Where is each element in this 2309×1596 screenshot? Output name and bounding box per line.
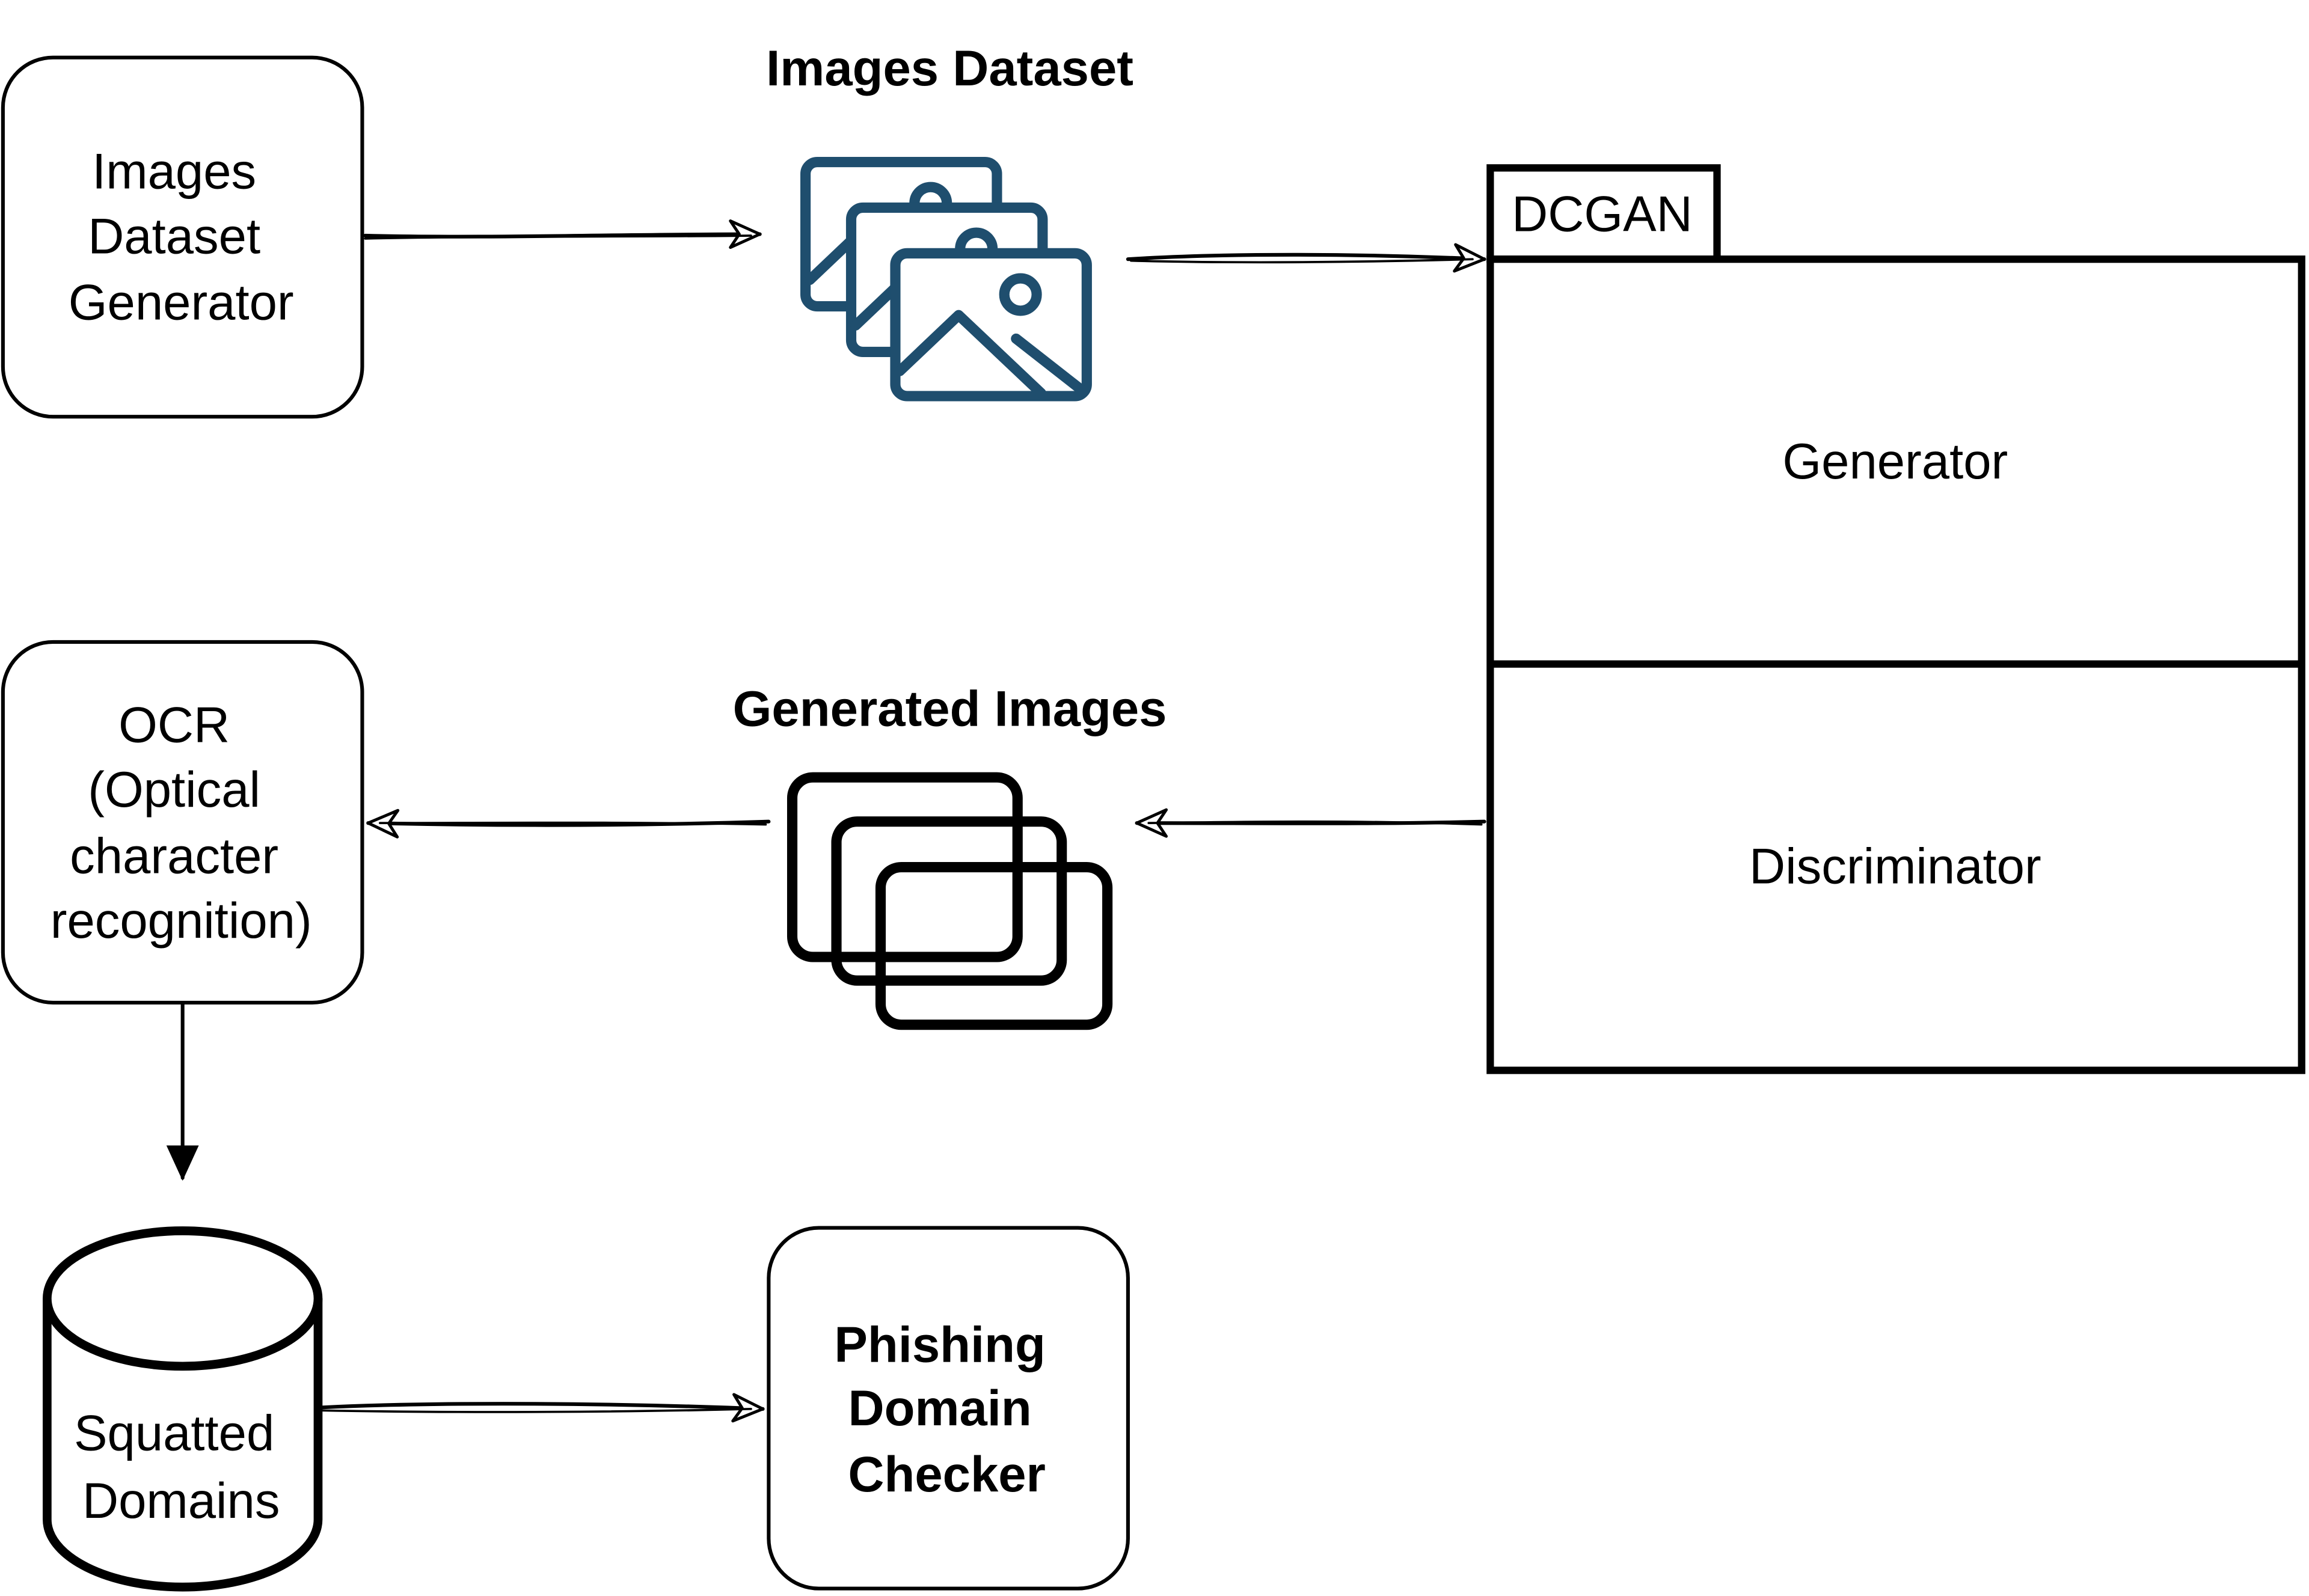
edge-generator-to-dataset xyxy=(363,219,762,249)
images-stack-icon xyxy=(800,156,1092,402)
phishing-domain-checker-node: Phishing Domain Checker xyxy=(767,1226,1130,1591)
edge-generated-images-to-ocr xyxy=(366,809,771,839)
squatted-domains-node: Squatted Domains xyxy=(43,1226,323,1592)
dcgan-tab-label: DCGAN xyxy=(1512,186,1693,242)
phishing-domain-checker-label: Phishing Domain Checker xyxy=(834,1316,1059,1502)
generated-images-title: Generated Images xyxy=(733,681,1167,737)
dcgan-discriminator-label: Discriminator xyxy=(1749,839,2041,894)
images-dataset-generator-node: Images Dataset Generator xyxy=(1,55,364,419)
images-dataset-node: Images Dataset xyxy=(766,40,1133,402)
edge-dataset-to-dcgan xyxy=(1126,243,1486,273)
dcgan-node: DCGAN Generator Discriminator xyxy=(1486,164,2305,1074)
frames-stack-icon xyxy=(787,772,1113,1030)
edge-squatted-domains-to-phishing-checker xyxy=(319,1393,765,1423)
ocr-label: OCR (Optical character recognition) xyxy=(51,697,312,949)
images-dataset-title: Images Dataset xyxy=(766,40,1133,96)
ocr-node: OCR (Optical character recognition) xyxy=(1,640,364,1004)
squatted-domains-label: Squatted Domains xyxy=(74,1405,288,1529)
generated-images-node: Generated Images xyxy=(733,681,1167,1030)
dcgan-generator-label: Generator xyxy=(1782,433,2008,489)
edge-dcgan-to-generated-images xyxy=(1135,808,1486,838)
images-dataset-generator-label: Images Dataset Generator xyxy=(69,144,294,331)
